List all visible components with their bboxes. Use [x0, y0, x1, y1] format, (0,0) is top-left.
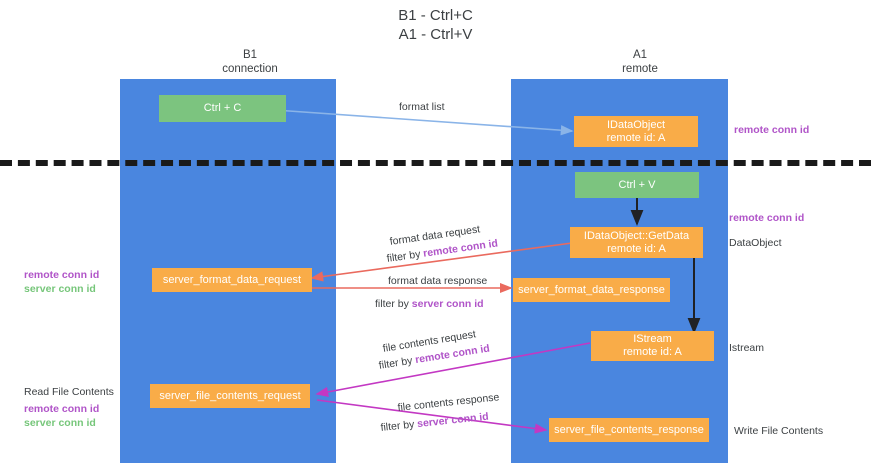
edge-label-file-contents-response-filter: filter by server conn id [380, 411, 489, 435]
box-istream-line1: IStream [633, 333, 672, 345]
box-ctrl-v[interactable]: Ctrl + V [575, 172, 699, 198]
annotation-remote-conn-id-top: remote conn id [734, 124, 810, 136]
column-header-a1-name: A1 [632, 49, 648, 61]
title-line-2: A1 - Ctrl+V [398, 26, 473, 43]
box-server-format-data-request-label: server_format_data_request [162, 273, 302, 286]
column-header-a1-role: remote [622, 63, 658, 75]
box-server-file-contents-response[interactable]: server_file_contents_response [549, 418, 709, 442]
page-title: B1 - Ctrl+C A1 - Ctrl+V [0, 6, 871, 44]
annotation-left-remote-conn-id-bot: remote conn id [24, 403, 100, 415]
annotation-left-server-conn-id-bot: server conn id [24, 417, 96, 429]
title-line-1: B1 - Ctrl+C [398, 7, 473, 24]
box-getdata[interactable]: IDataObject::GetData remote id: A [570, 227, 703, 258]
box-getdata-line2: remote id: A [607, 242, 666, 255]
column-header-b1-name: B1 [242, 49, 258, 61]
box-server-format-data-response[interactable]: server_format_data_response [513, 278, 670, 302]
phase-divider [0, 160, 871, 166]
filter-prefix: filter by [386, 247, 425, 265]
edge-label-format-list: format list [399, 101, 445, 113]
annotation-write-file-contents: Write File Contents [734, 425, 824, 437]
box-istream-line2: remote id: A [623, 346, 682, 358]
column-header-b1: B1 connection [150, 48, 350, 76]
filter-prefix: filter by [378, 354, 417, 372]
annotation-dataobject: DataObject [729, 237, 782, 249]
annotation-left-remote-conn-id-mid: remote conn id [24, 269, 100, 281]
box-idataobject-top-line2: remote id: A [606, 131, 666, 144]
annotation-left-server-conn-id-mid: server conn id [24, 283, 96, 295]
edge-label-format-data-response: format data response [388, 275, 488, 287]
filter-key-server-conn-id: server conn id [416, 410, 490, 431]
filter-prefix: filter by [380, 418, 418, 434]
box-idataobject-top-line1: IDataObject [606, 118, 666, 131]
box-ctrl-v-label: Ctrl + V [618, 178, 656, 191]
annotation-istream: Istream [729, 342, 765, 354]
annotation-remote-conn-id-mid: remote conn id [729, 212, 805, 224]
edge-label-format-data-response-filter: filter by server conn id [375, 298, 484, 311]
box-istream[interactable]: IStream remote id: A [591, 331, 714, 361]
filter-key-server-conn-id: server conn id [411, 298, 484, 310]
box-server-format-data-response-label: server_format_data_response [518, 283, 665, 296]
box-ctrl-c[interactable]: Ctrl + C [159, 95, 286, 122]
box-server-file-contents-request-label: server_file_contents_request [159, 389, 301, 402]
annotation-read-file-contents: Read File Contents [24, 386, 114, 398]
box-server-format-data-request[interactable]: server_format_data_request [152, 268, 312, 292]
box-ctrl-c-label: Ctrl + C [203, 102, 242, 114]
box-server-file-contents-request[interactable]: server_file_contents_request [150, 384, 310, 408]
column-header-b1-role: connection [222, 63, 278, 75]
box-idataobject-top[interactable]: IDataObject remote id: A [574, 116, 698, 147]
filter-prefix: filter by [375, 298, 412, 310]
column-header-a1: A1 remote [540, 48, 740, 76]
box-server-file-contents-response-label: server_file_contents_response [554, 423, 704, 436]
box-getdata-line1: IDataObject::GetData [583, 229, 690, 242]
